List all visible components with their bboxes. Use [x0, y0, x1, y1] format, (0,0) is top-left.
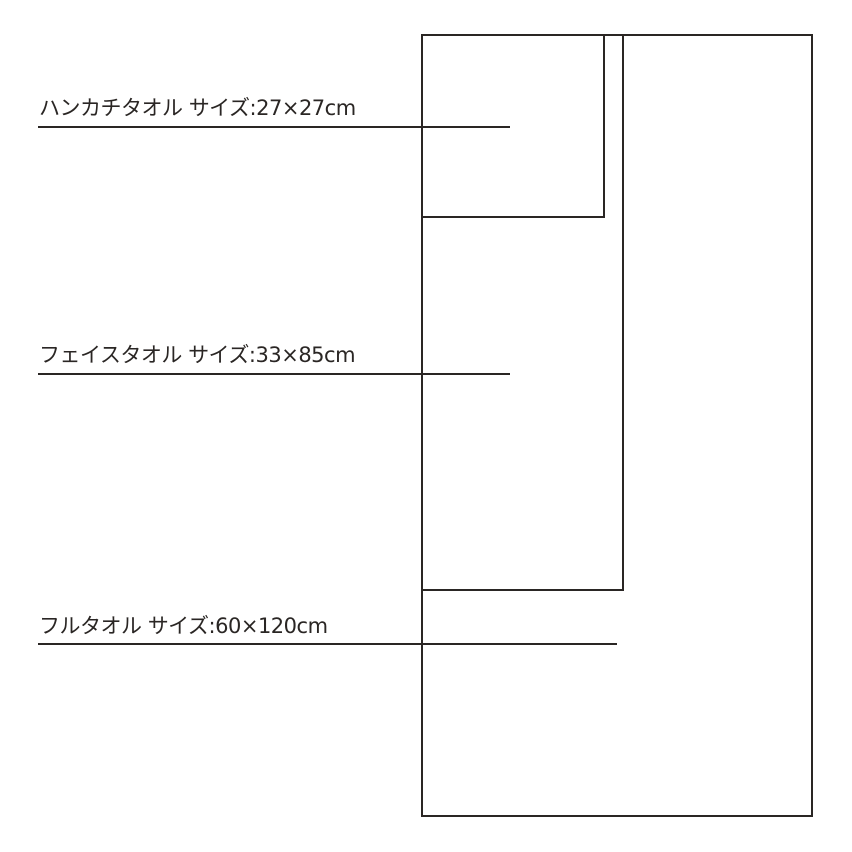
hand-towel-leader-line — [38, 126, 510, 128]
towel-name: フェイスタオル — [39, 343, 182, 367]
face-towel-label: フェイスタオル サイズ:33×85cm — [39, 339, 356, 369]
full-towel-label: フルタオル サイズ:60×120cm — [39, 610, 328, 640]
towel-name: ハンカチタオル — [39, 96, 183, 120]
full-towel-leader-line — [38, 643, 617, 645]
hand-towel-label: ハンカチタオル サイズ:27×27cm — [39, 92, 356, 122]
towel-size: サイズ:60×120cm — [147, 614, 328, 638]
towel-size: サイズ:27×27cm — [188, 96, 357, 120]
towel-size: サイズ:33×85cm — [188, 343, 356, 367]
face-towel-leader-line — [38, 373, 510, 375]
towel-name: フルタオル — [39, 614, 142, 638]
